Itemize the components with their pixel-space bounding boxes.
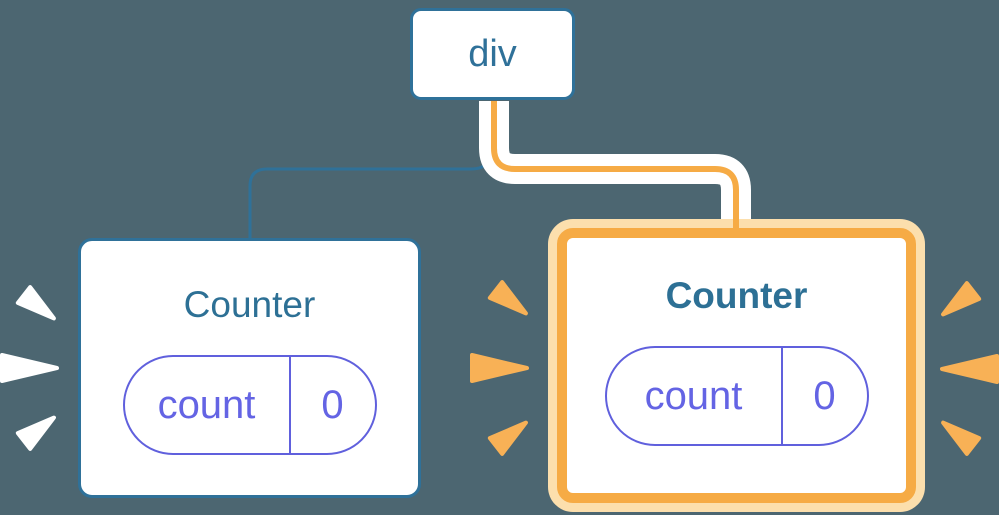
state-value-left: 0 [288, 357, 375, 453]
edge-root-to-right-counter-casing [479, 101, 751, 219]
burst-left-wedge-top [15, 285, 56, 321]
node-div: div [410, 8, 575, 100]
state-value-right: 0 [780, 348, 867, 444]
burst-inner-wedge-mid [470, 353, 529, 383]
burst-right-counter-outer [940, 281, 999, 456]
burst-left-wedge-mid [0, 353, 59, 383]
state-name-left: count [157, 382, 256, 427]
counter-right-title: Counter [665, 275, 808, 316]
burst-left-wedge-bottom [15, 415, 56, 451]
burst-outer-wedge-top [941, 281, 982, 317]
burst-outer-wedge-bottom [941, 420, 982, 456]
burst-inner-wedge-bottom [487, 420, 528, 456]
state-pill-left: count 0 [122, 355, 377, 455]
node-counter-left: Counter count 0 [78, 238, 421, 498]
node-div-label: div [468, 32, 517, 75]
edge-root-to-left-counter [248, 101, 494, 240]
counter-left-title: Counter [183, 284, 316, 325]
burst-inner-wedge-top [487, 280, 528, 316]
node-counter-right: Counter count 0 [557, 228, 916, 503]
state-pill-right: count 0 [604, 346, 869, 446]
burst-left-counter [0, 285, 59, 451]
burst-right-counter-inner [470, 280, 529, 456]
burst-outer-wedge-mid [940, 354, 999, 384]
state-name-right: count [644, 373, 743, 418]
edge-root-to-right-counter [491, 101, 739, 235]
